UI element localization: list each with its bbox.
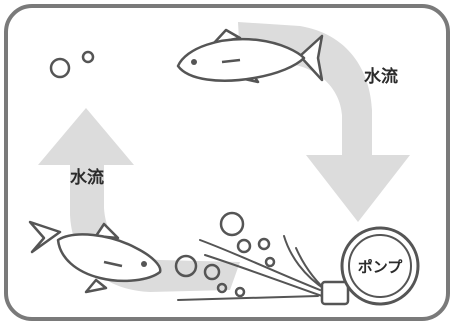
flow-arrow-right (238, 22, 410, 222)
flow-label-right: 水流 (364, 66, 398, 87)
water-jet-lines (177, 235, 331, 301)
bubble-icon (216, 282, 228, 294)
bubble-icon (49, 57, 71, 79)
bubble-icon (219, 211, 245, 237)
flow-label-left: 水流 (70, 167, 104, 188)
bubble-icon (81, 50, 95, 64)
pump-icon (320, 226, 420, 306)
fish-icon (28, 220, 162, 294)
bubble-icon (264, 256, 276, 268)
bubble-icon (236, 238, 252, 254)
pump-label: ポンプ (358, 258, 404, 276)
fish-icon (176, 28, 324, 84)
bubble-icon (257, 237, 271, 251)
bubble-icon (234, 286, 246, 298)
bubble-icon (174, 254, 198, 278)
bubble-icon (203, 263, 221, 281)
